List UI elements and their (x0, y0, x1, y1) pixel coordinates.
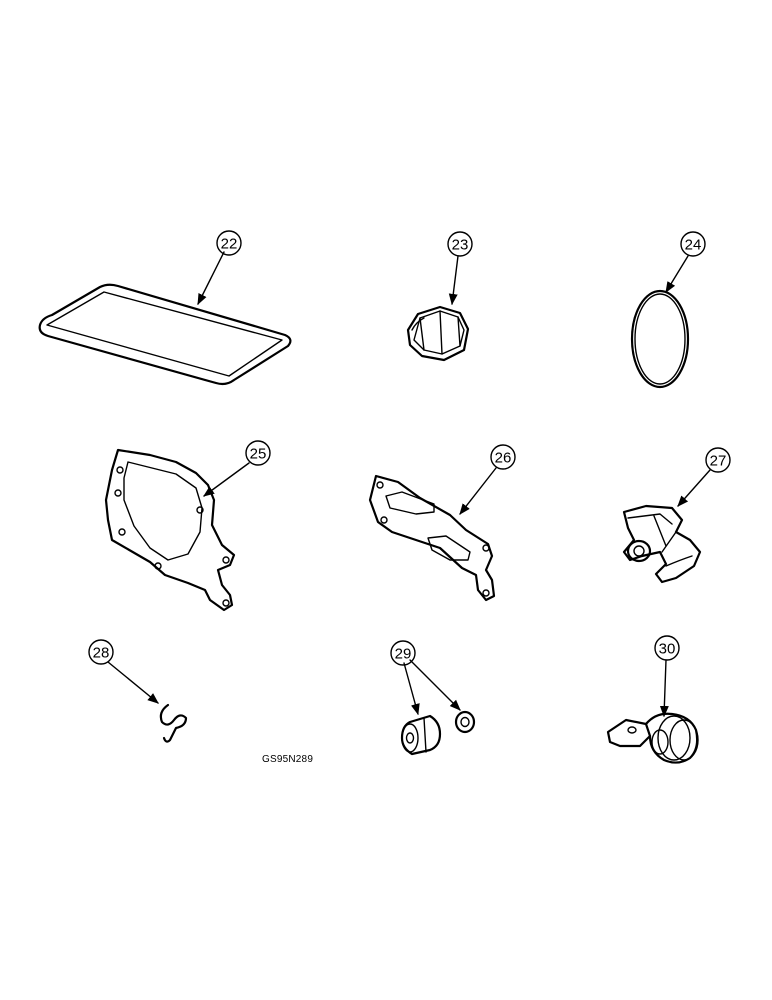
callout-24-label: 24 (685, 237, 702, 254)
leader-23 (448, 255, 459, 306)
callout-22-label: 22 (221, 236, 238, 253)
leader-29a (403, 662, 420, 716)
part-30-clamp (606, 712, 699, 764)
callout-27-label: 27 (710, 453, 727, 470)
callout-26: 26 (490, 444, 516, 470)
leader-27 (677, 469, 711, 507)
callout-24: 24 (680, 231, 706, 257)
leader-28 (107, 661, 159, 704)
callout-30: 30 (654, 635, 680, 661)
part-29-washer (454, 710, 476, 734)
leader-30 (659, 659, 669, 718)
leader-29b (409, 659, 461, 711)
part-28-wire-clip (159, 703, 188, 743)
callout-29-label: 29 (395, 646, 412, 663)
part-26-gasket (368, 474, 496, 602)
part-24-o-ring (630, 289, 690, 389)
callout-29: 29 (390, 640, 416, 666)
callout-28: 28 (88, 639, 114, 665)
leader-25 (203, 462, 250, 497)
callout-28-label: 28 (93, 645, 110, 662)
part-25-gasket (104, 448, 236, 612)
callout-26-label: 26 (495, 450, 512, 467)
callout-25: 25 (245, 440, 271, 466)
part-29-spacer (400, 714, 442, 756)
leader-26 (459, 467, 497, 515)
callout-30-label: 30 (659, 641, 676, 658)
part-22-gasket (38, 283, 292, 386)
leader-24 (665, 255, 689, 293)
callout-23-label: 23 (452, 237, 469, 254)
part-27-clip (622, 504, 702, 584)
drawing-code: GS95N289 (262, 754, 313, 765)
part-23-plug (406, 305, 470, 362)
callout-25-label: 25 (250, 446, 267, 463)
leader-22 (197, 251, 225, 306)
callout-22: 22 (216, 230, 242, 256)
callout-23: 23 (447, 231, 473, 257)
callout-27: 27 (705, 447, 731, 473)
